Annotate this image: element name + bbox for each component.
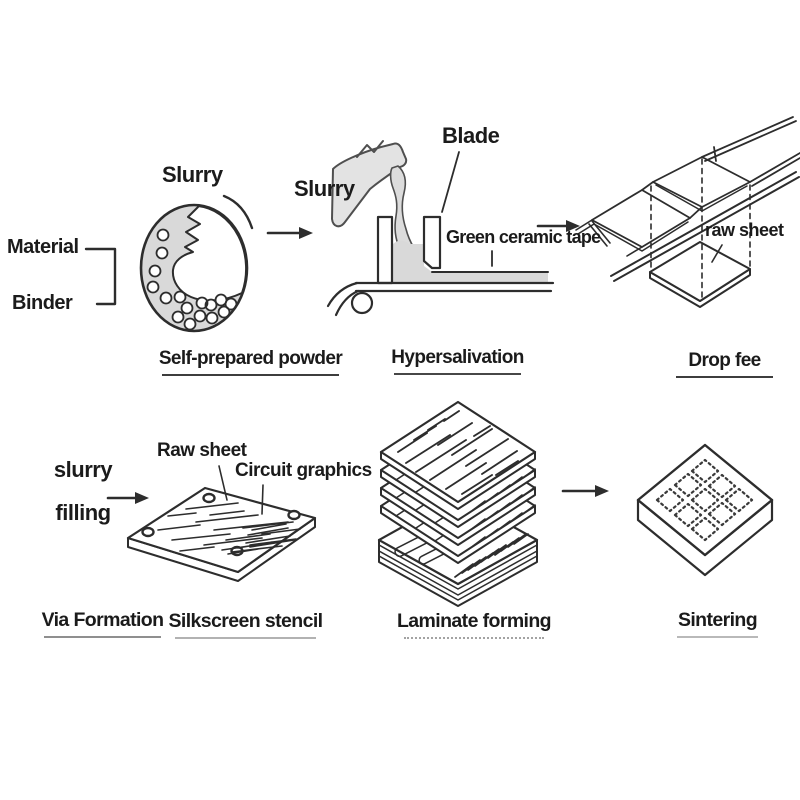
caption-hypersalivation: Hypersalivation: [391, 347, 524, 375]
green-ceramic-tape-label: Green ceramic tape: [446, 227, 601, 247]
caption-via-formation-text: Via Formation: [41, 609, 164, 631]
window-connectors: [641, 181, 703, 219]
caption-drop-fee-text: Drop fee: [688, 350, 761, 371]
tape-caster-illustration: [326, 140, 555, 317]
flow-arrow-4: [561, 485, 609, 497]
laminate-stack-illustration: [377, 400, 539, 607]
label-pointer-lines: [218, 465, 264, 515]
corner-holes: [141, 492, 301, 557]
raw-sheet-label-blanking: raw sheet: [705, 220, 784, 240]
blade-pointer-line: [441, 151, 460, 213]
pour-slurry-label: Slurry: [294, 176, 355, 201]
sintered-block-illustration: [636, 443, 774, 577]
material-binder-bracket: [84, 247, 117, 306]
slurry-cup: [331, 142, 408, 228]
caption-laminate-forming: Laminate forming: [397, 610, 552, 639]
doctor-blade: [422, 215, 442, 270]
caption-self-prepared-powder-text: Self-prepared powder: [158, 348, 343, 369]
drop-projection-dashes: [650, 158, 751, 300]
stencil-sheet-illustration: [126, 465, 317, 582]
arrow-head: [299, 227, 313, 239]
caption-hypersalivation-text: Hypersalivation: [391, 347, 524, 368]
arrow-head: [595, 485, 609, 497]
slurry-filling-line2: filling: [55, 500, 111, 525]
caption-laminate-forming-text: Laminate forming: [397, 610, 552, 632]
flow-arrow-2: [536, 220, 580, 232]
tape-continuation: [701, 116, 800, 187]
rotation-arc: [222, 194, 254, 230]
tape-front-edge: [610, 171, 800, 282]
raw-sheet-pointer-line: [711, 244, 723, 263]
circuit-graphics-label: Circuit graphics: [235, 460, 372, 481]
caption-sintering: Sintering: [677, 609, 758, 638]
cup-handle-zigzag: [356, 140, 384, 158]
caption-via-formation: Via Formation: [41, 609, 164, 638]
film-bend: [326, 281, 360, 317]
sheet1-circuit-squiggles: [397, 410, 519, 495]
caption-sintering-text: Sintering: [677, 609, 758, 631]
raw-sheet-label-stencil: Raw sheet: [157, 440, 247, 461]
cut-window-left-inner: [593, 221, 689, 252]
carrier-roller: [350, 291, 374, 315]
mill-outline: [139, 203, 249, 333]
block-lamination-lines: [378, 544, 538, 601]
arrow-head: [135, 492, 149, 504]
bracket-line: [84, 247, 117, 306]
mill-slurry-label: Slurry: [162, 162, 223, 187]
caption-drop-fee: Drop fee: [676, 350, 773, 378]
sheet2-ticks: [395, 468, 536, 511]
sheet3-ticks: [395, 486, 536, 529]
blade-label: Blade: [442, 123, 500, 148]
flow-arrow-1: [266, 227, 313, 239]
dropped-sheet-top: [649, 241, 751, 302]
material-label: Material: [7, 236, 79, 258]
slurry-filling-line1: slurry: [53, 457, 113, 482]
reservoir-wall: [376, 215, 394, 285]
blanking-illustration: [575, 116, 800, 308]
flow-arrow-3: [106, 492, 149, 504]
sheet-top: [126, 486, 317, 574]
caption-silkscreen-stencil-text: Silkscreen stencil: [168, 610, 324, 632]
milling-balls: [146, 228, 238, 331]
slurry-filling-label: slurry filling: [44, 458, 122, 544]
ball-mill-illustration: [139, 194, 254, 333]
printed-circuit-lines: [157, 502, 301, 555]
arrow-head: [566, 220, 580, 232]
binder-label: Binder: [12, 292, 73, 314]
slurry-stream: [389, 165, 415, 251]
caption-self-prepared-powder: Self-prepared powder: [158, 348, 343, 376]
sinter-top: [636, 443, 774, 557]
caption-silkscreen-stencil: Silkscreen stencil: [169, 610, 323, 639]
dotted-circuit-squares: [655, 458, 754, 542]
tape-left-end: [575, 219, 643, 257]
sheet4-ticks: [395, 504, 536, 547]
